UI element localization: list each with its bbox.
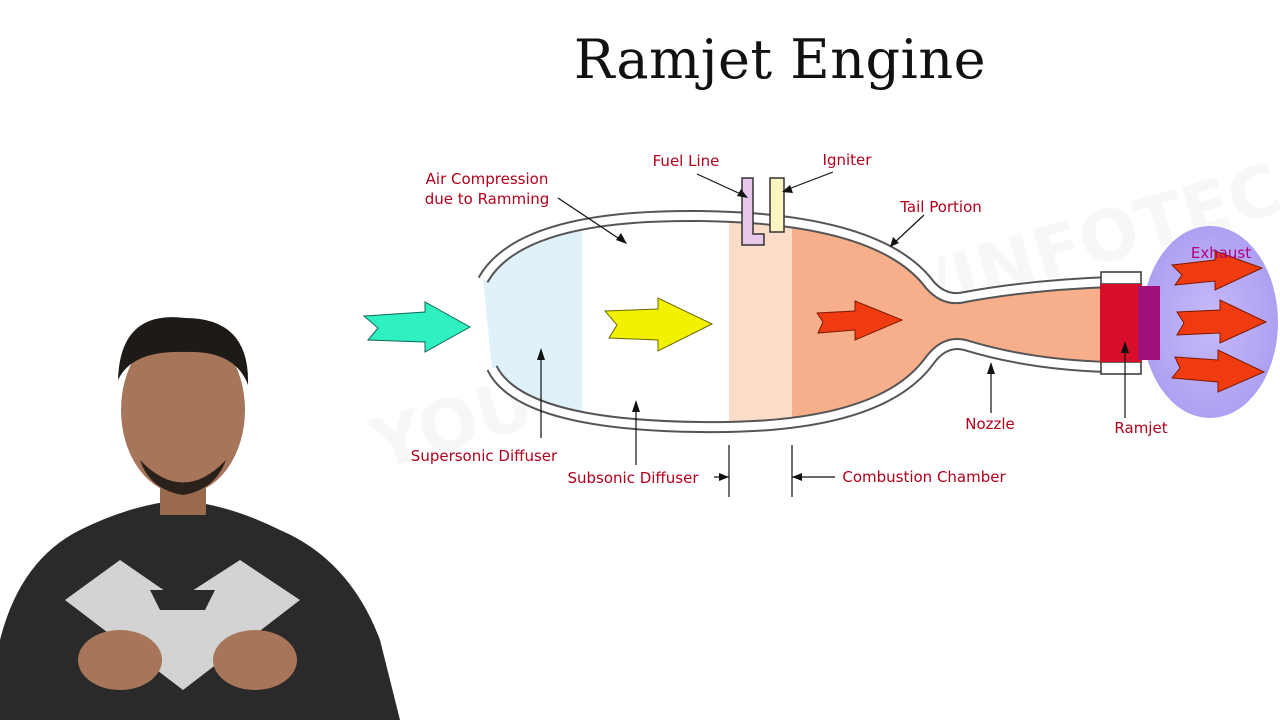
combustion-zone (729, 215, 792, 428)
igniter-plug (769, 177, 785, 233)
ramjet-block (1100, 284, 1142, 362)
label-subsonic-diffuser: Subsonic Diffuser (567, 469, 699, 487)
label-air-compression-line1: Air Compression (426, 170, 549, 188)
label-exhaust: Exhaust (1191, 244, 1251, 262)
diagram-title: Ramjet Engine (573, 28, 987, 91)
exhaust-arrows (1170, 250, 1268, 393)
label-fuel-line: Fuel Line (653, 152, 720, 170)
label-ramjet: Ramjet (1114, 419, 1167, 437)
nozzle-end (1100, 271, 1160, 375)
leader-arrowheads (537, 185, 1129, 481)
label-supersonic-diffuser: Supersonic Diffuser (411, 447, 558, 465)
combustion-flow-arrow (816, 300, 904, 341)
label-nozzle: Nozzle (965, 415, 1015, 433)
inlet-air-arrow (362, 301, 472, 353)
presenter-figure (0, 317, 400, 720)
fuel-line-pipe (741, 177, 765, 246)
label-igniter: Igniter (823, 151, 873, 169)
ramjet-band (1138, 286, 1160, 360)
engine-casing (477, 209, 1111, 434)
label-combustion-chamber: Combustion Chamber (842, 468, 1006, 486)
subsonic-flow-arrow (603, 297, 714, 352)
label-air-compression-line2: due to Ramming (425, 190, 550, 208)
label-tail-portion: Tail Portion (899, 198, 982, 216)
